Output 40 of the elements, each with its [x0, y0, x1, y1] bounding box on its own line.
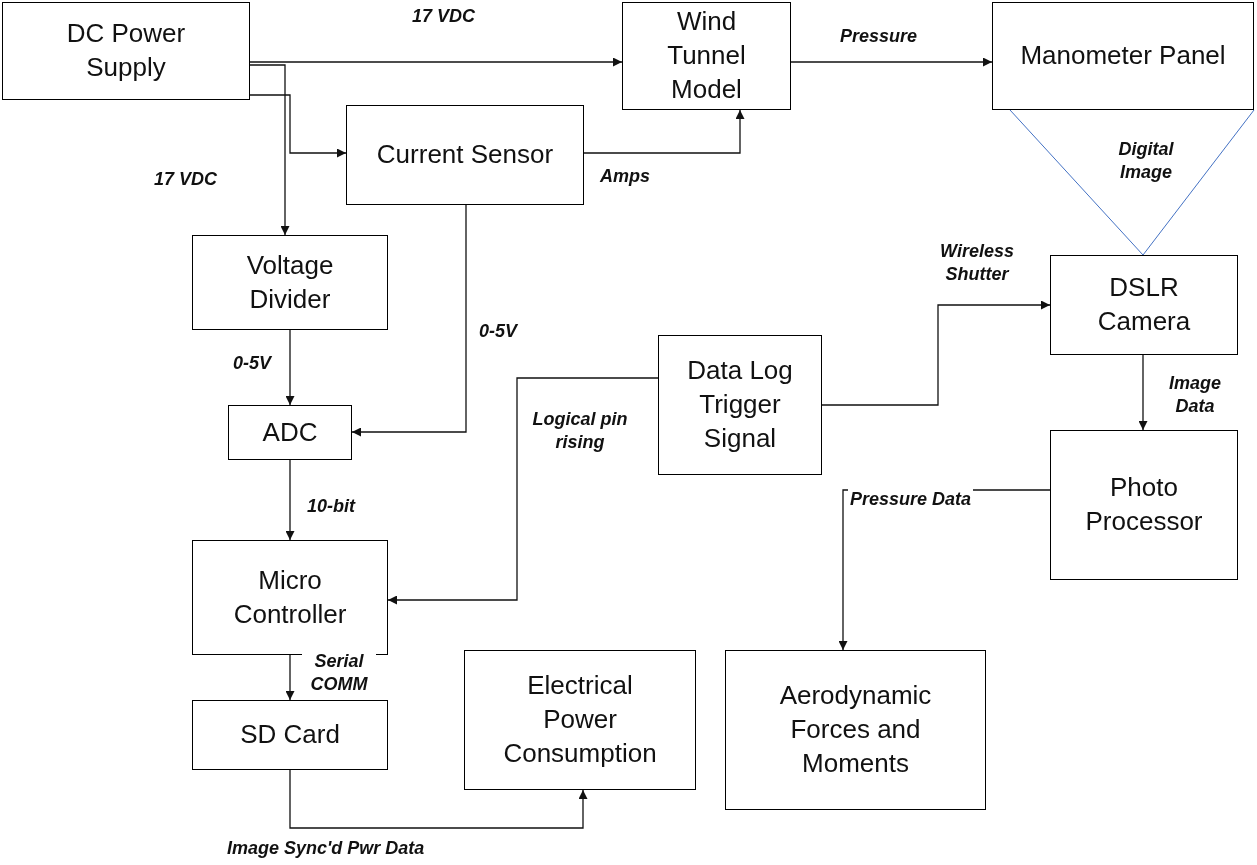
connector-line	[1009, 109, 1255, 256]
node-label: Micro Controller	[232, 563, 348, 631]
arrow	[583, 109, 745, 154]
node-label: SD Card	[240, 718, 340, 752]
arrow	[249, 94, 347, 158]
arrow	[387, 377, 659, 605]
node-label: Voltage Divider	[245, 248, 335, 316]
process-box	[192, 540, 388, 655]
node-label: ADC	[262, 415, 318, 449]
process-box	[346, 105, 584, 205]
node-label: Current Sensor	[376, 138, 554, 172]
process-box	[1050, 430, 1238, 580]
arrow	[249, 64, 290, 236]
arrow	[249, 57, 623, 67]
arrow	[790, 57, 993, 67]
node-label: Data Log Trigger Signal	[686, 354, 794, 455]
process-box	[2, 2, 250, 100]
process-box	[658, 335, 822, 475]
process-box	[192, 700, 388, 770]
node-label: DSLR Camera	[1096, 271, 1192, 338]
arrow	[285, 654, 295, 701]
process-box	[228, 405, 352, 460]
arrow	[1138, 354, 1148, 431]
node-label: Aerodynamic Forces and Moments	[778, 679, 933, 780]
node-label: DC Power Supply	[65, 17, 187, 84]
node-label: Wind Tunnel Model	[666, 5, 747, 106]
node-label: Electrical Power Consumption	[502, 669, 658, 770]
process-box	[464, 650, 696, 790]
arrow	[285, 329, 295, 406]
process-box	[1050, 255, 1238, 355]
process-box	[622, 2, 791, 110]
arrow	[289, 769, 588, 829]
arrow	[351, 204, 467, 437]
node-label: Manometer Panel	[1020, 39, 1226, 73]
arrow	[285, 459, 295, 541]
node-label: Photo Processor	[1084, 471, 1204, 538]
process-box	[725, 650, 986, 810]
arrow	[821, 300, 1051, 406]
process-box	[992, 2, 1254, 110]
process-box	[192, 235, 388, 330]
